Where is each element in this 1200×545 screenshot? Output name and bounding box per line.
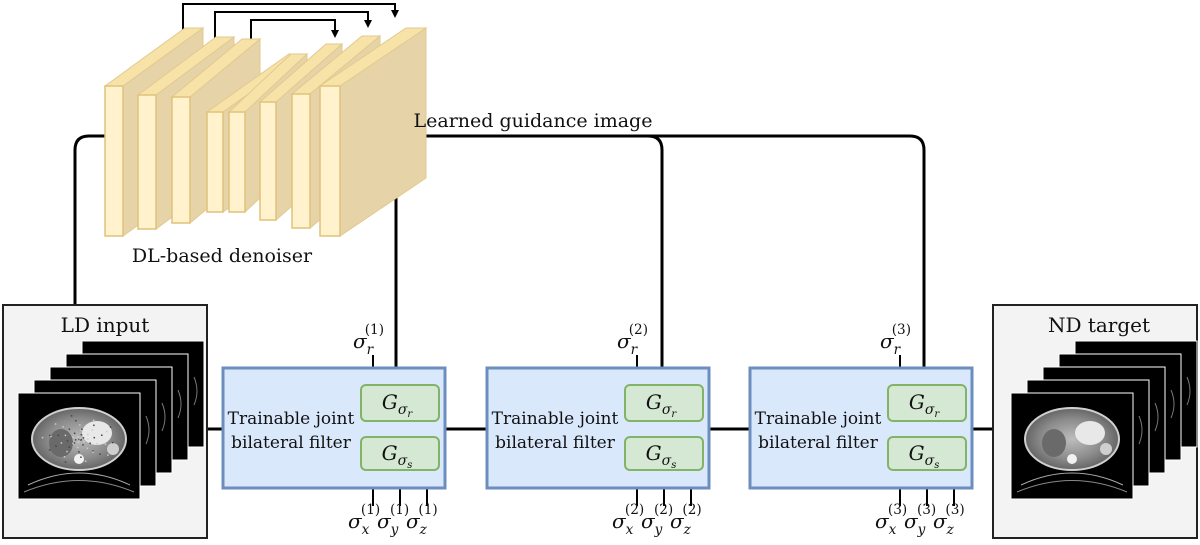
denoiser-network [103,27,428,237]
sigma-z-label: σz(1) [406,502,438,538]
filter-label-line-2: bilateral filter [758,433,879,453]
range-kernel-label: Gσr [382,390,414,420]
sigma-x-label: σx(3) [875,502,907,538]
filter-label-line-1: Trainable joint [228,409,355,429]
spatial-kernel-box [887,436,967,471]
sigma-r-label: σr(2) [617,322,648,358]
sigma-y-label: σy(3) [904,502,936,538]
denoiser-layer [318,27,428,237]
spatial-kernel-label: Gσs [909,441,940,471]
ld-input-panel: LD input [2,304,208,539]
nd-ct-slice-stack [1010,340,1198,500]
ct-slice [17,392,141,500]
ld-ct-slice-stack [17,340,205,500]
guidance-label: Learned guidance image [414,110,653,132]
skip-connections [182,3,399,50]
spatial-kernel-box [360,436,440,471]
sigma-y-label: σy(1) [377,502,409,538]
sigma-z-label: σz(3) [933,502,965,538]
spatial-kernel-box [624,436,704,471]
filter-label-line-2: bilateral filter [231,433,352,453]
nd-target-panel: ND target [992,304,1198,539]
range-kernel-label: Gσr [646,390,678,420]
guidance-line-branch-3 [648,134,926,405]
sigma-x-label: σx(1) [348,502,380,538]
ld-input-title: LD input [61,313,150,337]
sigma-r-label: σr(3) [880,322,911,358]
range-kernel-label: Gσr [909,390,941,420]
range-kernel-box [624,384,704,422]
sigma-z-label: σz(2) [670,502,702,538]
filter-label-line-1: Trainable joint [492,409,619,429]
spatial-kernel-label: Gσs [646,441,677,471]
input-to-denoiser-line [73,134,120,305]
range-kernel-box [887,384,967,422]
sigma-y-label: σy(2) [641,502,673,538]
nd-target-title: ND target [1048,313,1150,337]
sigma-r-label: σr(1) [353,322,384,358]
spatial-kernel-label: Gσs [382,441,413,471]
filter-label-line-2: bilateral filter [495,433,616,453]
range-kernel-box [360,384,440,422]
denoiser-label: DL-based denoiser [132,245,313,267]
sigma-x-label: σx(2) [612,502,644,538]
ct-slice [1010,392,1134,500]
filter-label-line-1: Trainable joint [755,409,882,429]
